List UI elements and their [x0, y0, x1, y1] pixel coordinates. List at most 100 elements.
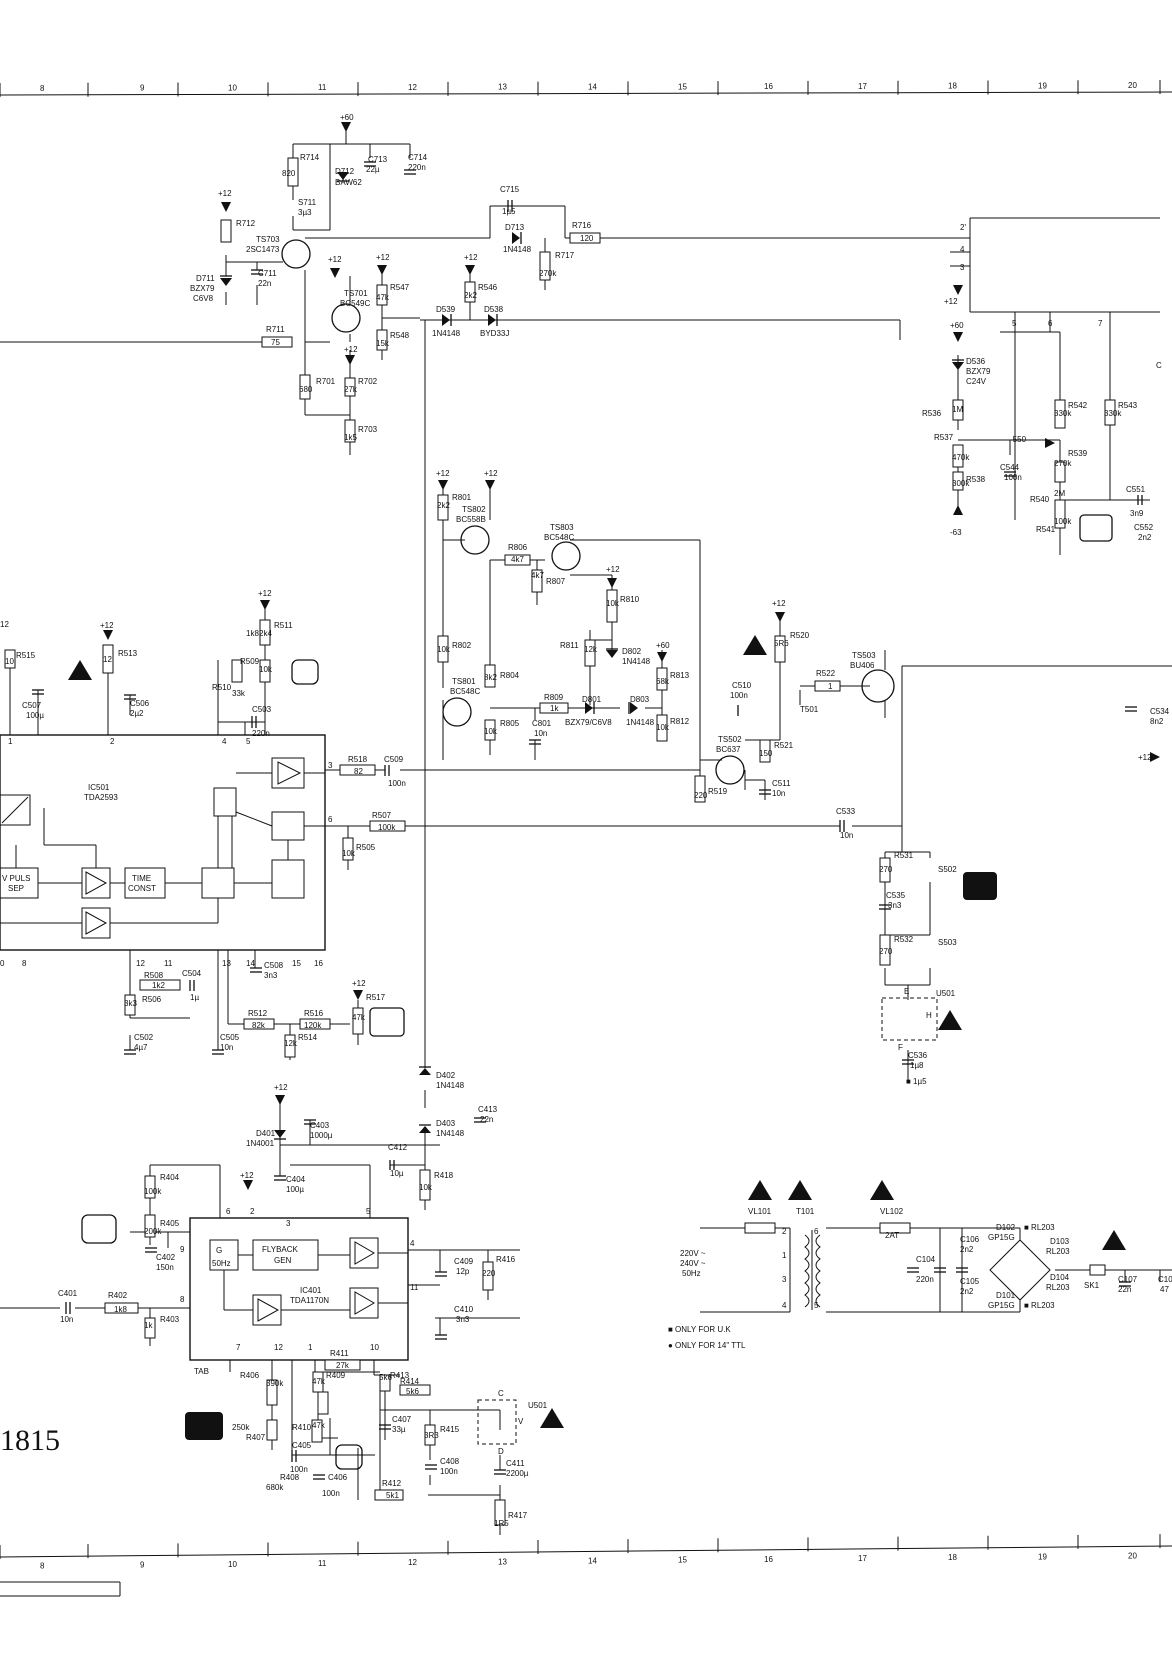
component-label: R532 — [894, 935, 914, 944]
component-label: 270k — [539, 269, 557, 278]
component-label: R521 — [774, 741, 794, 750]
component-label: 1k8 — [246, 629, 259, 638]
component-label: R410 — [292, 1423, 312, 1432]
component-label: 10n — [534, 729, 547, 738]
component-label: 0 — [0, 959, 5, 968]
ruler-number: 16 — [764, 1555, 773, 1564]
component-label: 2AT — [885, 1231, 899, 1240]
component-label: 1N4148 — [436, 1081, 465, 1090]
component-label: BZX79/C6V8 — [565, 718, 612, 727]
component-label: R717 — [555, 251, 575, 260]
component-label: 10k — [606, 599, 620, 608]
component-label: TS503 — [852, 651, 876, 660]
component-label: C505 — [220, 1033, 240, 1042]
component-label: 240V ~ — [680, 1259, 706, 1268]
component-label: 200k — [144, 1227, 162, 1236]
component-label: 50Hz — [682, 1269, 701, 1278]
component-label: R714 — [300, 153, 320, 162]
component-label: C412 — [388, 1143, 408, 1152]
component-label: R404 — [160, 1173, 180, 1182]
component-label: 22n — [1118, 1285, 1131, 1294]
component-label: C509 — [384, 755, 404, 764]
component-label: 47k — [376, 293, 390, 302]
component-label: D536 — [966, 357, 986, 366]
component-label: 680 — [299, 385, 313, 394]
svg-text:IC401: IC401 — [300, 1286, 322, 1295]
component-label: 220 — [694, 791, 708, 800]
transistors — [281, 239, 895, 785]
component-label: 820 — [282, 169, 296, 178]
component-label: D803 — [630, 695, 650, 704]
ruler-number: 8 — [40, 84, 45, 93]
component-label: R405 — [160, 1219, 180, 1228]
component-label: 1µ8 — [910, 1061, 924, 1070]
ruler-number: 10 — [228, 1560, 237, 1569]
component-label: 12 — [136, 959, 145, 968]
component-label: 16 — [314, 959, 323, 968]
component-label: R811 — [560, 641, 579, 650]
component-label: C401 — [58, 1289, 78, 1298]
component-label: D539 — [436, 305, 456, 314]
ruler-number: 17 — [858, 82, 867, 91]
component-label: RL203 — [1046, 1283, 1070, 1292]
component-label: 1N4148 — [503, 245, 532, 254]
component-label: 8k2 — [484, 673, 497, 682]
component-label: 3n3 — [264, 971, 278, 980]
component-label: 2k2 — [437, 501, 450, 510]
component-label: R802 — [452, 641, 472, 650]
tv-icon — [369, 1007, 405, 1037]
component-label: 330k — [1054, 409, 1072, 418]
component-label: R517 — [366, 993, 386, 1002]
component-label: 6 — [226, 1207, 231, 1216]
component-label: C — [498, 1389, 504, 1398]
component-label: 12p — [456, 1267, 470, 1276]
component-label: 100k — [378, 823, 396, 832]
component-label: C536 — [908, 1051, 928, 1060]
ic501-internals — [0, 757, 325, 939]
component-label: 5R6 — [774, 639, 789, 648]
component-label: C533 — [836, 807, 856, 816]
component-label: C411 — [506, 1459, 525, 1468]
component-label: 75 — [271, 338, 280, 347]
component-label: R415 — [440, 1425, 460, 1434]
component-label: 3 — [782, 1275, 787, 1284]
component-label: C408 — [440, 1457, 460, 1466]
warning-triangles — [68, 635, 1126, 1428]
component-label: 8 — [22, 959, 27, 968]
component-label: 100n — [322, 1489, 340, 1498]
component-label: TAB — [194, 1367, 209, 1376]
component-label: R810 — [620, 595, 640, 604]
component-label: D103 — [1050, 1237, 1070, 1246]
component-label: TS701 — [344, 289, 368, 298]
component-label: 120 — [580, 234, 594, 243]
component-label: R417 — [508, 1511, 528, 1520]
component-label: 4k7 — [511, 555, 524, 564]
component-label: 10n — [60, 1315, 73, 1324]
component-label: 10 — [5, 657, 14, 666]
component-label: 100n — [1004, 473, 1022, 482]
component-label: R514 — [298, 1033, 318, 1042]
component-label: R522 — [816, 669, 836, 678]
ruler-number: 15 — [678, 1556, 687, 1565]
component-label: R516 — [304, 1009, 324, 1018]
component-label: 1N4148 — [432, 329, 461, 338]
component-label: 82k — [252, 1021, 266, 1030]
component-label: 47 — [1160, 1285, 1169, 1294]
component-label: +12 — [328, 255, 342, 264]
component-label: 5k6 — [379, 1373, 392, 1382]
component-label: 4 — [782, 1301, 787, 1310]
supply-arrows — [103, 122, 1160, 1190]
component-label: C534 — [1150, 707, 1170, 716]
component-label: 250k — [232, 1423, 250, 1432]
component-label: 100n — [730, 691, 748, 700]
component-label: 1µ — [190, 993, 199, 1002]
component-label: 3R3 — [424, 1431, 439, 1440]
component-label: 15 — [292, 959, 301, 968]
component-label: 3n3 — [888, 901, 902, 910]
component-label: R416 — [496, 1255, 516, 1264]
component-label: 390k — [266, 1379, 284, 1388]
component-label: 1M — [952, 405, 963, 414]
ruler-number: 12 — [408, 83, 417, 92]
svg-text:SEP: SEP — [8, 884, 24, 893]
